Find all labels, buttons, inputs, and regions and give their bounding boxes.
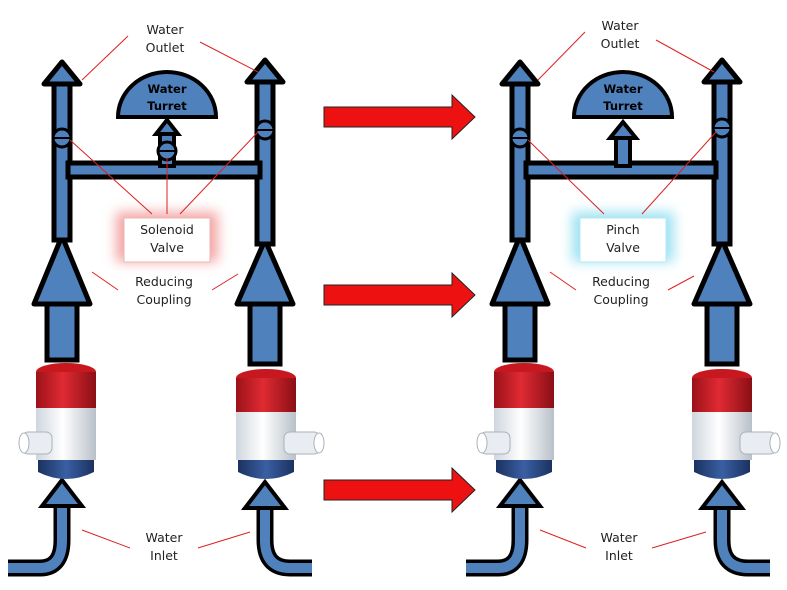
right-water-turret bbox=[571, 70, 675, 119]
valve-symbol-icon bbox=[254, 119, 276, 141]
left-inlet-label-2: Inlet bbox=[150, 548, 178, 563]
valve-symbol-icon bbox=[711, 117, 733, 139]
flow-arrow-icon bbox=[323, 93, 476, 141]
transition-arrows bbox=[323, 93, 476, 514]
flow-arrow-icon bbox=[323, 466, 476, 514]
valve-symbol-icon bbox=[509, 127, 531, 149]
right-inlet-label-2: Inlet bbox=[605, 548, 633, 563]
right-reducing-coupling-2 bbox=[691, 237, 753, 307]
right-inlet-label-1: Water bbox=[601, 530, 639, 545]
flow-arrow-icon bbox=[697, 478, 747, 510]
flow-arrow-icon bbox=[701, 57, 743, 85]
flow-arrow-icon bbox=[240, 478, 290, 510]
solenoid-valve-label-2: Valve bbox=[150, 240, 184, 255]
flow-arrow-icon bbox=[323, 271, 476, 319]
left-reducing-coupling-2 bbox=[234, 237, 296, 307]
pinch-valve-label-1: Pinch bbox=[606, 222, 639, 237]
bilge-pump-icon bbox=[476, 363, 554, 479]
flow-arrow-icon bbox=[495, 476, 545, 508]
left-coupling-label-1: Reducing bbox=[135, 274, 193, 289]
valve-symbol-icon bbox=[156, 140, 178, 162]
valve-symbol-icon bbox=[51, 127, 73, 149]
right-outlet-label-1: Water bbox=[602, 18, 640, 33]
left-reducing-coupling-1 bbox=[31, 233, 93, 307]
flow-arrow-icon bbox=[37, 476, 87, 508]
right-coupling-label-2: Coupling bbox=[593, 292, 648, 307]
right-system: Water Turret Pinch Valve Water Outlet Re… bbox=[466, 18, 781, 577]
bilge-pump-icon bbox=[236, 369, 325, 479]
left-turret-label-1: Water bbox=[147, 82, 186, 96]
right-leader-lines bbox=[527, 31, 717, 549]
pinch-valve-label-2: Valve bbox=[606, 240, 640, 255]
flow-arrow-icon bbox=[499, 59, 541, 87]
solenoid-valve-box bbox=[123, 217, 211, 263]
right-reducing-coupling-1 bbox=[489, 233, 551, 307]
bilge-pump-icon bbox=[692, 369, 781, 479]
flow-arrow-icon bbox=[244, 57, 286, 85]
left-turret-label-2: Turret bbox=[147, 99, 187, 113]
left-leader-lines bbox=[69, 35, 259, 549]
pinch-valve-box bbox=[579, 217, 667, 263]
flow-arrow-icon bbox=[41, 59, 83, 87]
left-outlet-label-1: Water bbox=[147, 22, 185, 37]
right-outlet-label-2: Outlet bbox=[601, 36, 640, 51]
right-turret-label-1: Water bbox=[603, 82, 642, 96]
right-turret-label-2: Turret bbox=[603, 99, 643, 113]
left-inlet-label-1: Water bbox=[146, 530, 184, 545]
bilge-pump-icon bbox=[18, 363, 96, 479]
left-water-turret bbox=[115, 70, 219, 119]
left-outlet-label-2: Outlet bbox=[146, 40, 185, 55]
solenoid-valve-label-1: Solenoid bbox=[140, 222, 194, 237]
left-system: Water Turret Solenoid Valve Water Outlet… bbox=[8, 22, 325, 577]
right-coupling-label-1: Reducing bbox=[592, 274, 650, 289]
left-coupling-label-2: Coupling bbox=[136, 292, 191, 307]
